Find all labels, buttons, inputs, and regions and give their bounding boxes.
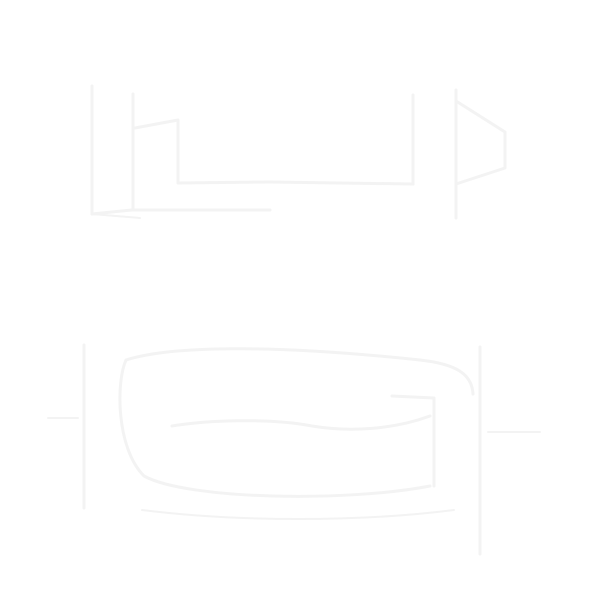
bottom-left-join-line [90, 208, 134, 216]
tray-body-curve [118, 358, 432, 498]
tray-outline-icon [47, 343, 541, 556]
right-flap-line [454, 99, 507, 186]
left-flap-line [133, 118, 272, 185]
tray-middle-curve [170, 414, 432, 431]
base-shadow-line [91, 213, 141, 219]
open-box-outline-icon [90, 84, 507, 220]
tray-top-curve [124, 347, 475, 396]
tray-base-line [141, 509, 455, 520]
inner-bottom-line [268, 180, 415, 186]
tray-inner-right-line [390, 394, 436, 488]
